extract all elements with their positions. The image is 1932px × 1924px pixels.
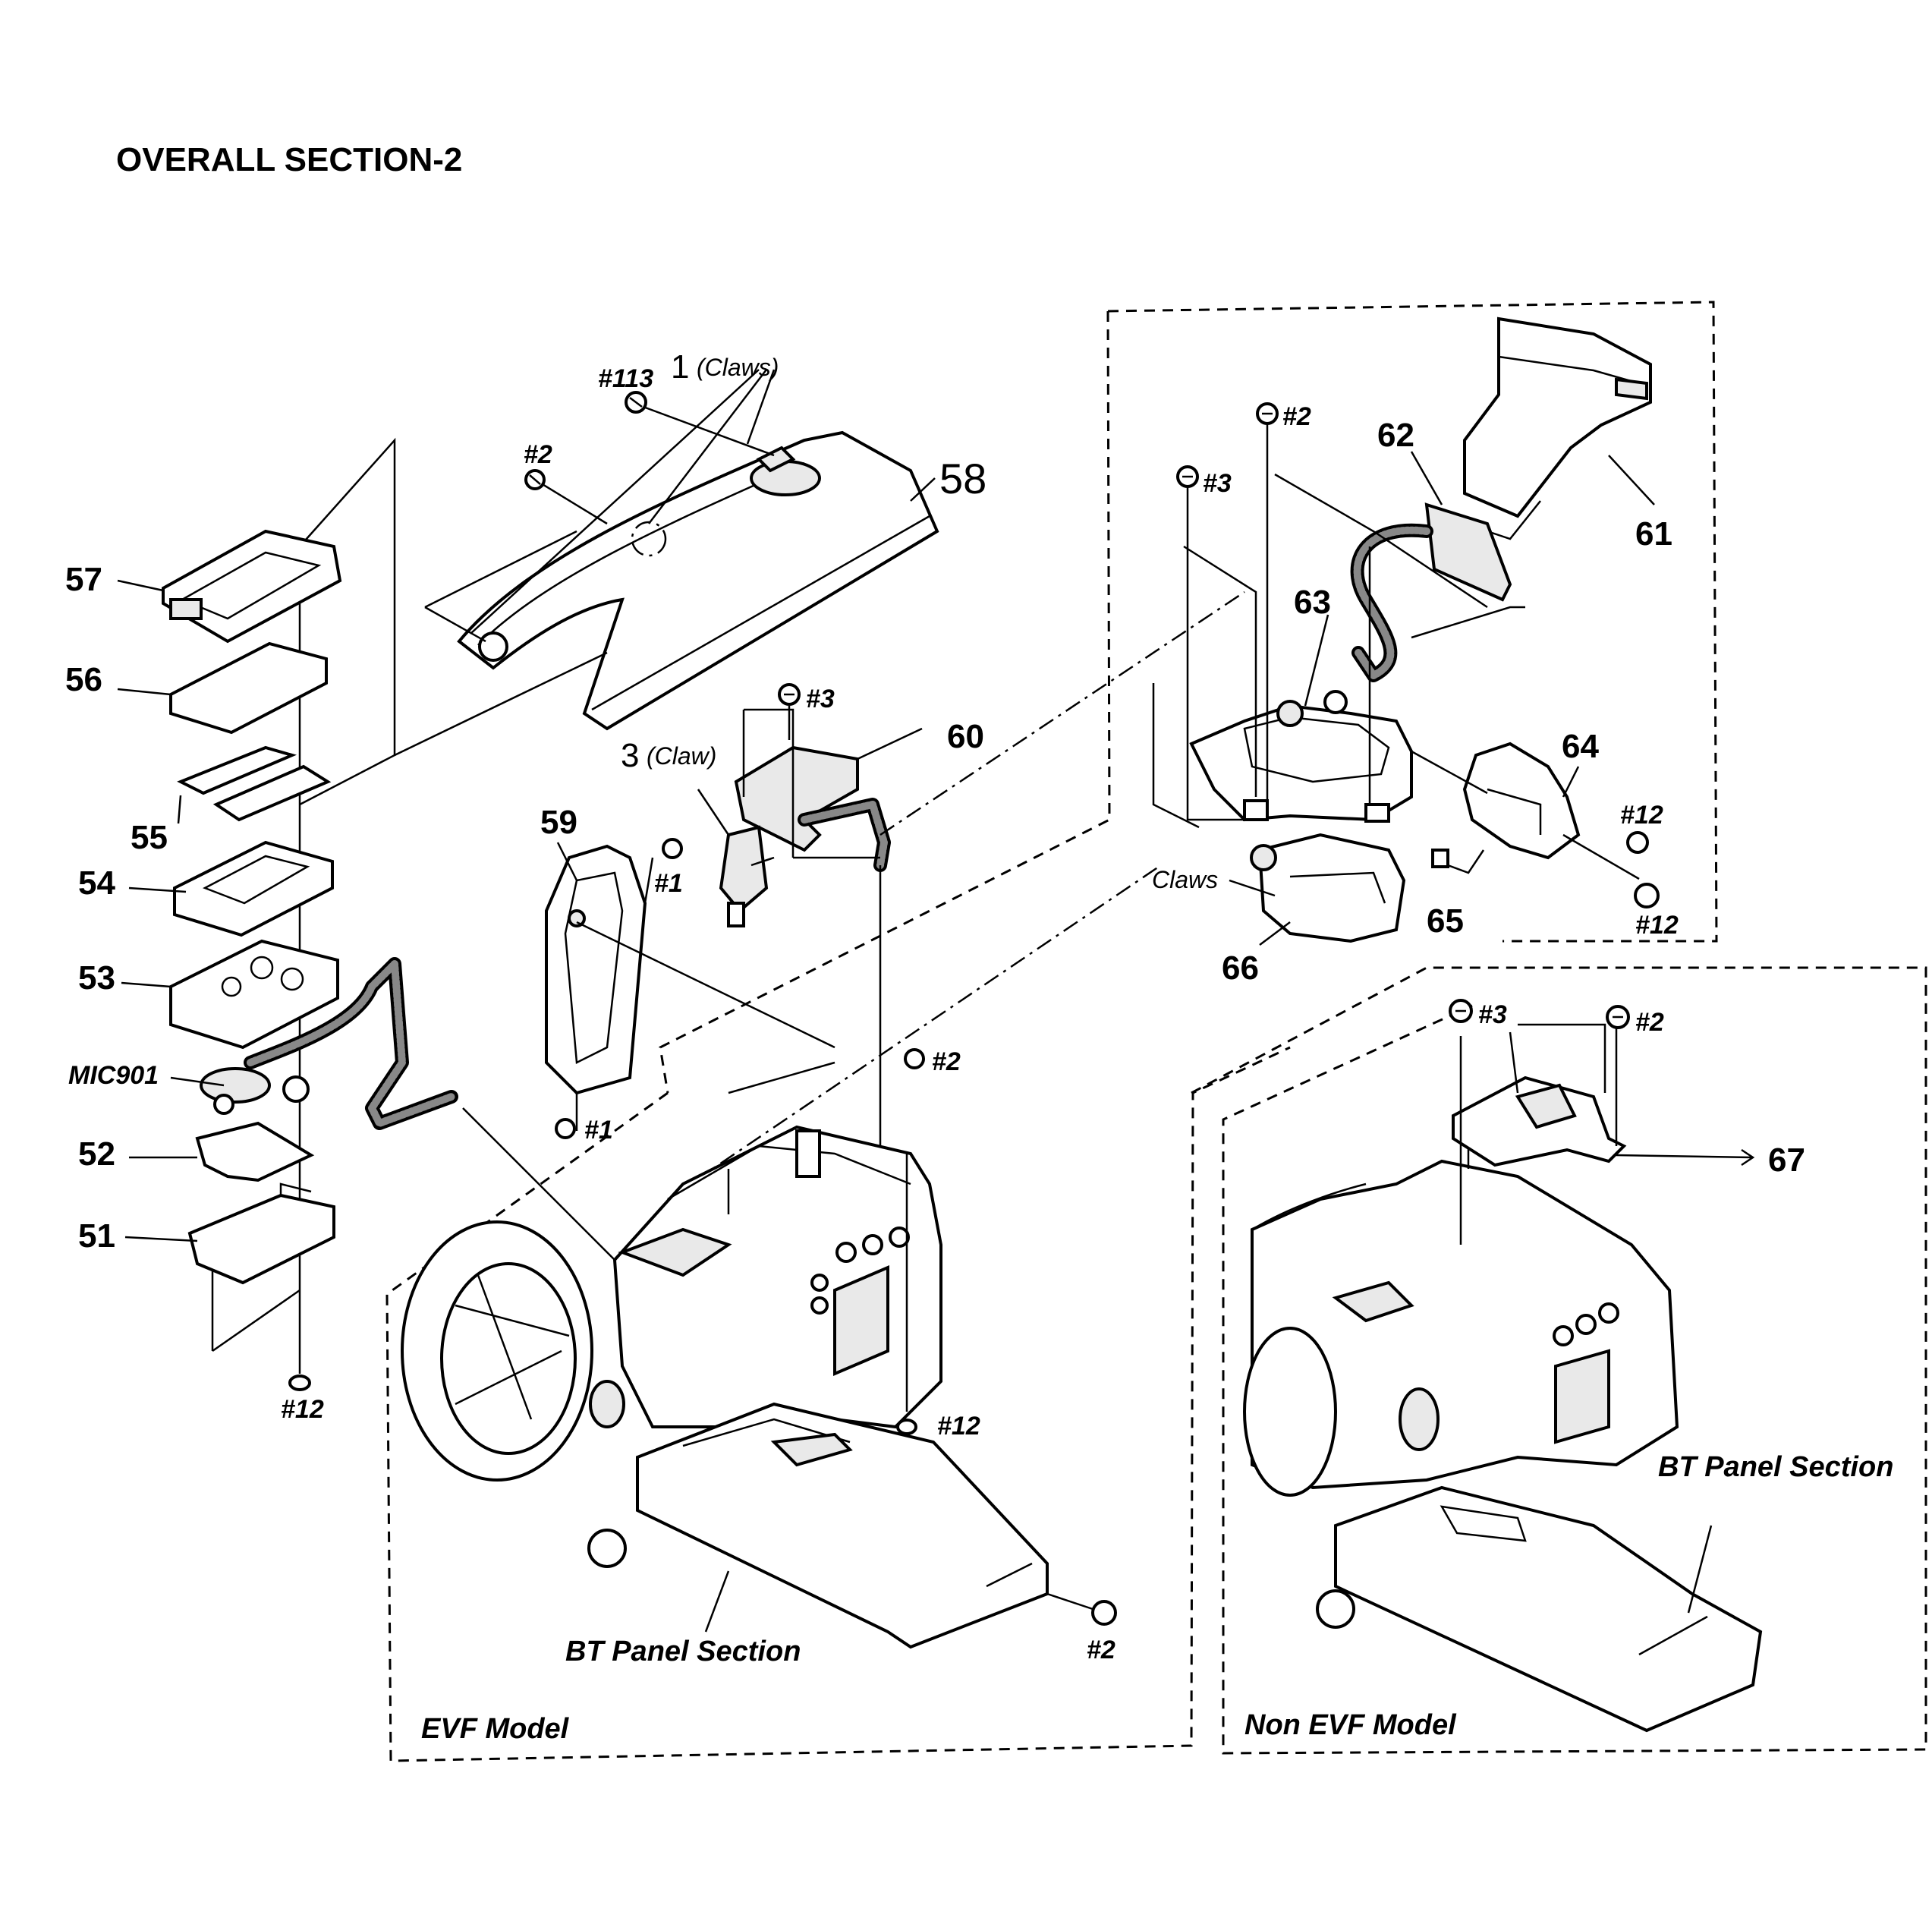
label-screw-113: #113 — [598, 364, 653, 393]
caption-evf-model: EVF Model — [421, 1713, 570, 1745]
part-66-shape — [1250, 833, 1406, 943]
screw-1-lower-shape — [555, 1118, 576, 1139]
part-58-shape — [457, 430, 939, 731]
label-part-64: 64 — [1562, 728, 1599, 765]
part-64-shape — [1462, 742, 1581, 860]
label-screw-12-body: #12 — [937, 1412, 980, 1441]
non-evf-camera-body-shape — [1243, 1159, 1763, 1733]
part-53-shape — [169, 939, 339, 1050]
part-62-shape — [1350, 502, 1512, 682]
screw-2-nonevf-shape — [1606, 1005, 1630, 1029]
label-part-53: 53 — [78, 959, 115, 997]
screw-3-evf-shape — [1176, 465, 1199, 501]
label-part-61: 61 — [1635, 515, 1672, 553]
label-screw-2-nonevf: #2 — [1635, 1008, 1664, 1037]
screw-2-panel-shape — [1091, 1600, 1117, 1626]
screw-2-evf-shape — [1256, 402, 1279, 440]
label-part-67: 67 — [1768, 1141, 1805, 1179]
part-60-shape — [734, 745, 891, 872]
label-part-66: 66 — [1222, 949, 1259, 987]
evf-camera-body-shape — [401, 1125, 1049, 1649]
label-screw-1-lower: #1 — [584, 1116, 613, 1145]
label-screw-2-body: #2 — [932, 1047, 961, 1076]
part-55-shape — [177, 745, 332, 822]
part-54-shape — [173, 840, 334, 937]
label-screw-2-panel: #2 — [1087, 1636, 1115, 1664]
part-57-shape — [162, 529, 342, 644]
label-part-60: 60 — [947, 718, 984, 755]
part-52-shape — [195, 1121, 315, 1182]
label-screw-1-upper: #1 — [654, 869, 683, 898]
label-part-58: 58 — [939, 455, 986, 502]
part-67-shape — [1452, 1075, 1627, 1167]
label-part-62: 62 — [1377, 417, 1414, 454]
caption-bt-panel-non-evf: BT Panel Section — [1658, 1451, 1893, 1483]
label-part-52: 52 — [78, 1135, 115, 1173]
caption-bt-panel-evf: BT Panel Section — [565, 1636, 801, 1667]
label-screw-12-lower: #12 — [1635, 911, 1679, 940]
label-screw-3-mid: #3 — [806, 685, 835, 713]
part-59-shape — [545, 844, 647, 1095]
screw-3-mid-shape — [778, 683, 801, 706]
label-claw-3-txt: (Claw) — [647, 742, 716, 770]
evf-parts-region — [1107, 301, 1718, 943]
stack-bracket — [299, 437, 396, 806]
stack-bracket-bottom — [212, 1289, 300, 1352]
label-screw-3-evf: #3 — [1203, 469, 1232, 498]
label-screw-3-nonevf: #3 — [1478, 1000, 1507, 1029]
label-screw-12-upper: #12 — [1620, 801, 1663, 830]
label-claws: Claws — [1152, 866, 1218, 893]
label-part-57: 57 — [65, 561, 102, 598]
caption-non-evf-model: Non EVF Model — [1244, 1709, 1457, 1741]
screw-2-top-shape — [524, 469, 546, 490]
mic901-shape — [200, 1067, 310, 1115]
label-part-65: 65 — [1427, 902, 1464, 940]
evf-model-box — [385, 1046, 1291, 1762]
label-part-54: 54 — [78, 864, 115, 902]
screw-12-body-shape — [896, 1419, 917, 1435]
label-screw-2-evf: #2 — [1282, 402, 1311, 431]
label-part-51: 51 — [78, 1217, 115, 1255]
claw-part-3-shape — [719, 825, 775, 927]
label-part-59: 59 — [540, 804, 577, 841]
screw-2-body-shape — [904, 1048, 925, 1069]
part-61-shape — [1463, 316, 1652, 540]
part-51-shape — [187, 1182, 335, 1285]
part-63-shape — [1189, 690, 1413, 823]
screw-12-lower-shape — [1634, 883, 1660, 908]
label-part-55: 55 — [131, 819, 168, 856]
label-claw-3-num: 3 — [621, 737, 639, 774]
label-screw-12-left: #12 — [281, 1395, 324, 1424]
non-evf-model-box — [1191, 966, 1927, 1755]
diagram-title: OVERALL SECTION-2 — [116, 141, 462, 178]
screw-1-upper-shape — [662, 838, 683, 859]
evf-parts-region-left — [659, 310, 1111, 1094]
screw-12-left-shape — [288, 1359, 311, 1391]
part-56-shape — [169, 641, 328, 735]
label-screw-2-top: #2 — [524, 440, 552, 469]
screw-3-nonevf-shape — [1449, 999, 1473, 1023]
part-65-shape — [1431, 849, 1449, 868]
label-claws-1-num: 1 — [671, 348, 689, 386]
label-mic901: MIC901 — [68, 1061, 159, 1090]
screw-12-upper-shape — [1626, 831, 1649, 854]
screw-113-shape — [625, 391, 647, 414]
label-claws-1-txt: (Claws) — [697, 354, 779, 381]
label-part-56: 56 — [65, 661, 102, 698]
label-part-63: 63 — [1294, 584, 1331, 621]
